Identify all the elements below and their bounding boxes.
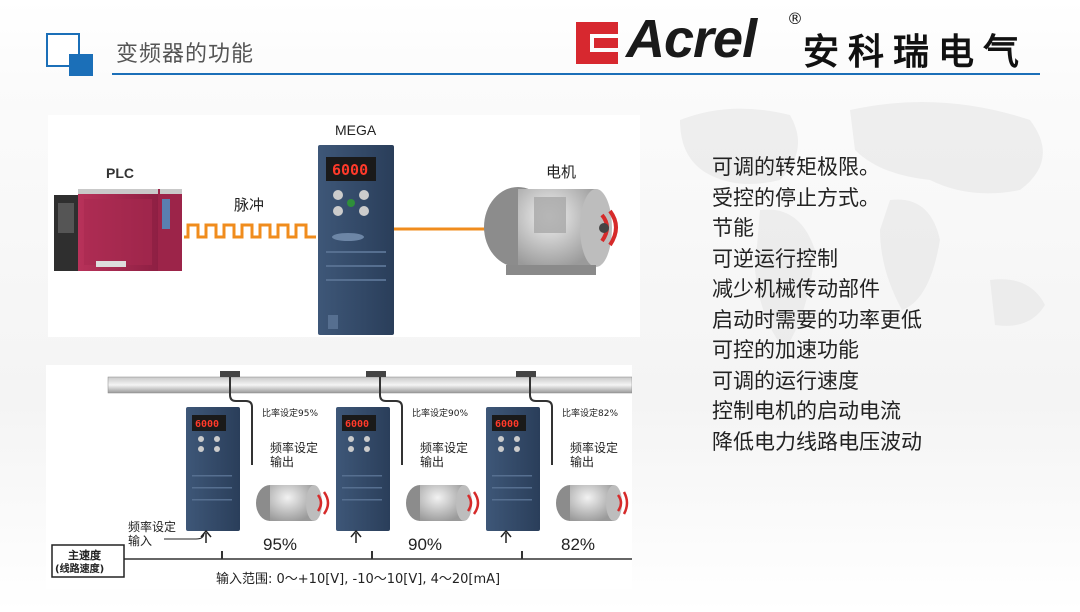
freq-input-arrow-2	[350, 529, 362, 543]
freq-input-label-line2: 输入	[128, 533, 152, 548]
mega-inverter-drive: 6000	[318, 145, 394, 335]
shaft-encoder-2	[366, 371, 386, 377]
drive-1-freq-output-line1: 频率设定	[270, 440, 318, 455]
feature-item: 启动时需要的功率更低	[712, 307, 922, 332]
header-divider	[112, 73, 1040, 75]
drive-2-freq-output-line1: 频率设定	[420, 440, 468, 455]
plc-unit	[54, 189, 182, 271]
drive-1-freq-output-line2: 输出	[270, 454, 294, 469]
master-speed-line1: 主速度	[68, 548, 102, 562]
feature-item: 可调的运行速度	[712, 368, 859, 393]
feature-item: 可调的转矩极限。	[712, 155, 880, 179]
feature-list: 可调的转矩极限。 受控的停止方式。 节能 可逆运行控制 减少机械传动部件 启动时…	[712, 152, 922, 457]
freq-input-arrow-1	[200, 529, 212, 543]
plc-label: PLC	[106, 165, 134, 181]
shaft-encoder-1	[220, 371, 240, 377]
master-speed-line2: (线路速度)	[55, 562, 104, 575]
pulse-signal-wave	[184, 223, 316, 239]
brand-chinese-name: 安科瑞电气	[803, 32, 1029, 73]
motor-3	[556, 485, 629, 521]
drive-1-display: 6000	[195, 419, 219, 430]
drive-3-freq-output-line1: 频率设定	[570, 440, 618, 455]
drive-3-display: 6000	[495, 419, 519, 430]
motor-label: 电机	[546, 163, 576, 181]
feedback-cable-2	[379, 377, 403, 465]
drive-2-freq-output-line2: 输出	[420, 454, 444, 469]
drive-label: MEGA	[335, 122, 377, 138]
feature-item: 减少机械传动部件	[712, 277, 880, 301]
master-speed-box	[51, 544, 125, 578]
drive-unit-2: 6000	[336, 407, 390, 531]
feature-item: 可逆运行控制	[712, 246, 838, 271]
drive-unit-3: 6000	[486, 407, 540, 531]
drive-3-freq-output-line2: 输出	[570, 454, 594, 469]
motor-2	[406, 485, 480, 521]
line-shaft	[107, 376, 632, 394]
feedback-cable-1	[229, 377, 253, 465]
pulse-label: 脉冲	[234, 196, 264, 214]
drive-1-percent: 95%	[263, 535, 297, 554]
feature-item: 控制电机的启动电流	[712, 399, 901, 423]
slide-title: 变频器的功能	[116, 42, 255, 67]
plc-drive-motor-diagram: PLC 脉冲 MEGA 6000	[48, 115, 640, 337]
feature-item: 降低电力线路电压波动	[712, 429, 922, 454]
drive-1-ratio-label: 比率设定95%	[262, 407, 318, 419]
world-map-background	[680, 102, 1045, 350]
acrel-logo-icon	[576, 22, 618, 64]
drive-3-percent: 82%	[561, 535, 595, 554]
feedback-cable-3	[529, 377, 553, 465]
freq-input-label-line1: 频率设定	[128, 519, 176, 534]
brand-registered-mark: ®	[787, 9, 803, 28]
feature-item: 受控的停止方式。	[712, 185, 880, 210]
drive-2-display: 6000	[345, 419, 369, 430]
motor-1	[256, 485, 330, 521]
drive-3-ratio-label: 比率设定82%	[562, 407, 618, 419]
ratio-speed-control-diagram: 6000 比率设定95% 频率设定 输出 95%	[46, 365, 632, 589]
drive-2-percent: 90%	[408, 535, 442, 554]
freq-input-arrow-3	[500, 529, 512, 543]
feature-item: 节能	[712, 216, 754, 240]
title-logo-square-accent	[69, 54, 93, 76]
drive-unit-1: 6000	[186, 407, 240, 531]
shaft-encoder-3	[516, 371, 536, 377]
brand-name: Acrel	[626, 9, 757, 69]
input-range-label: 输入范围: 0～+10[V], -10～10[V], 4～20[mA]	[216, 571, 500, 587]
feature-item: 可控的加速功能	[712, 338, 859, 362]
freq-input-connector	[164, 532, 205, 540]
drive-display-readout: 6000	[332, 161, 368, 179]
drive-2-ratio-label: 比率设定90%	[412, 407, 468, 419]
electric-motor	[484, 187, 618, 275]
